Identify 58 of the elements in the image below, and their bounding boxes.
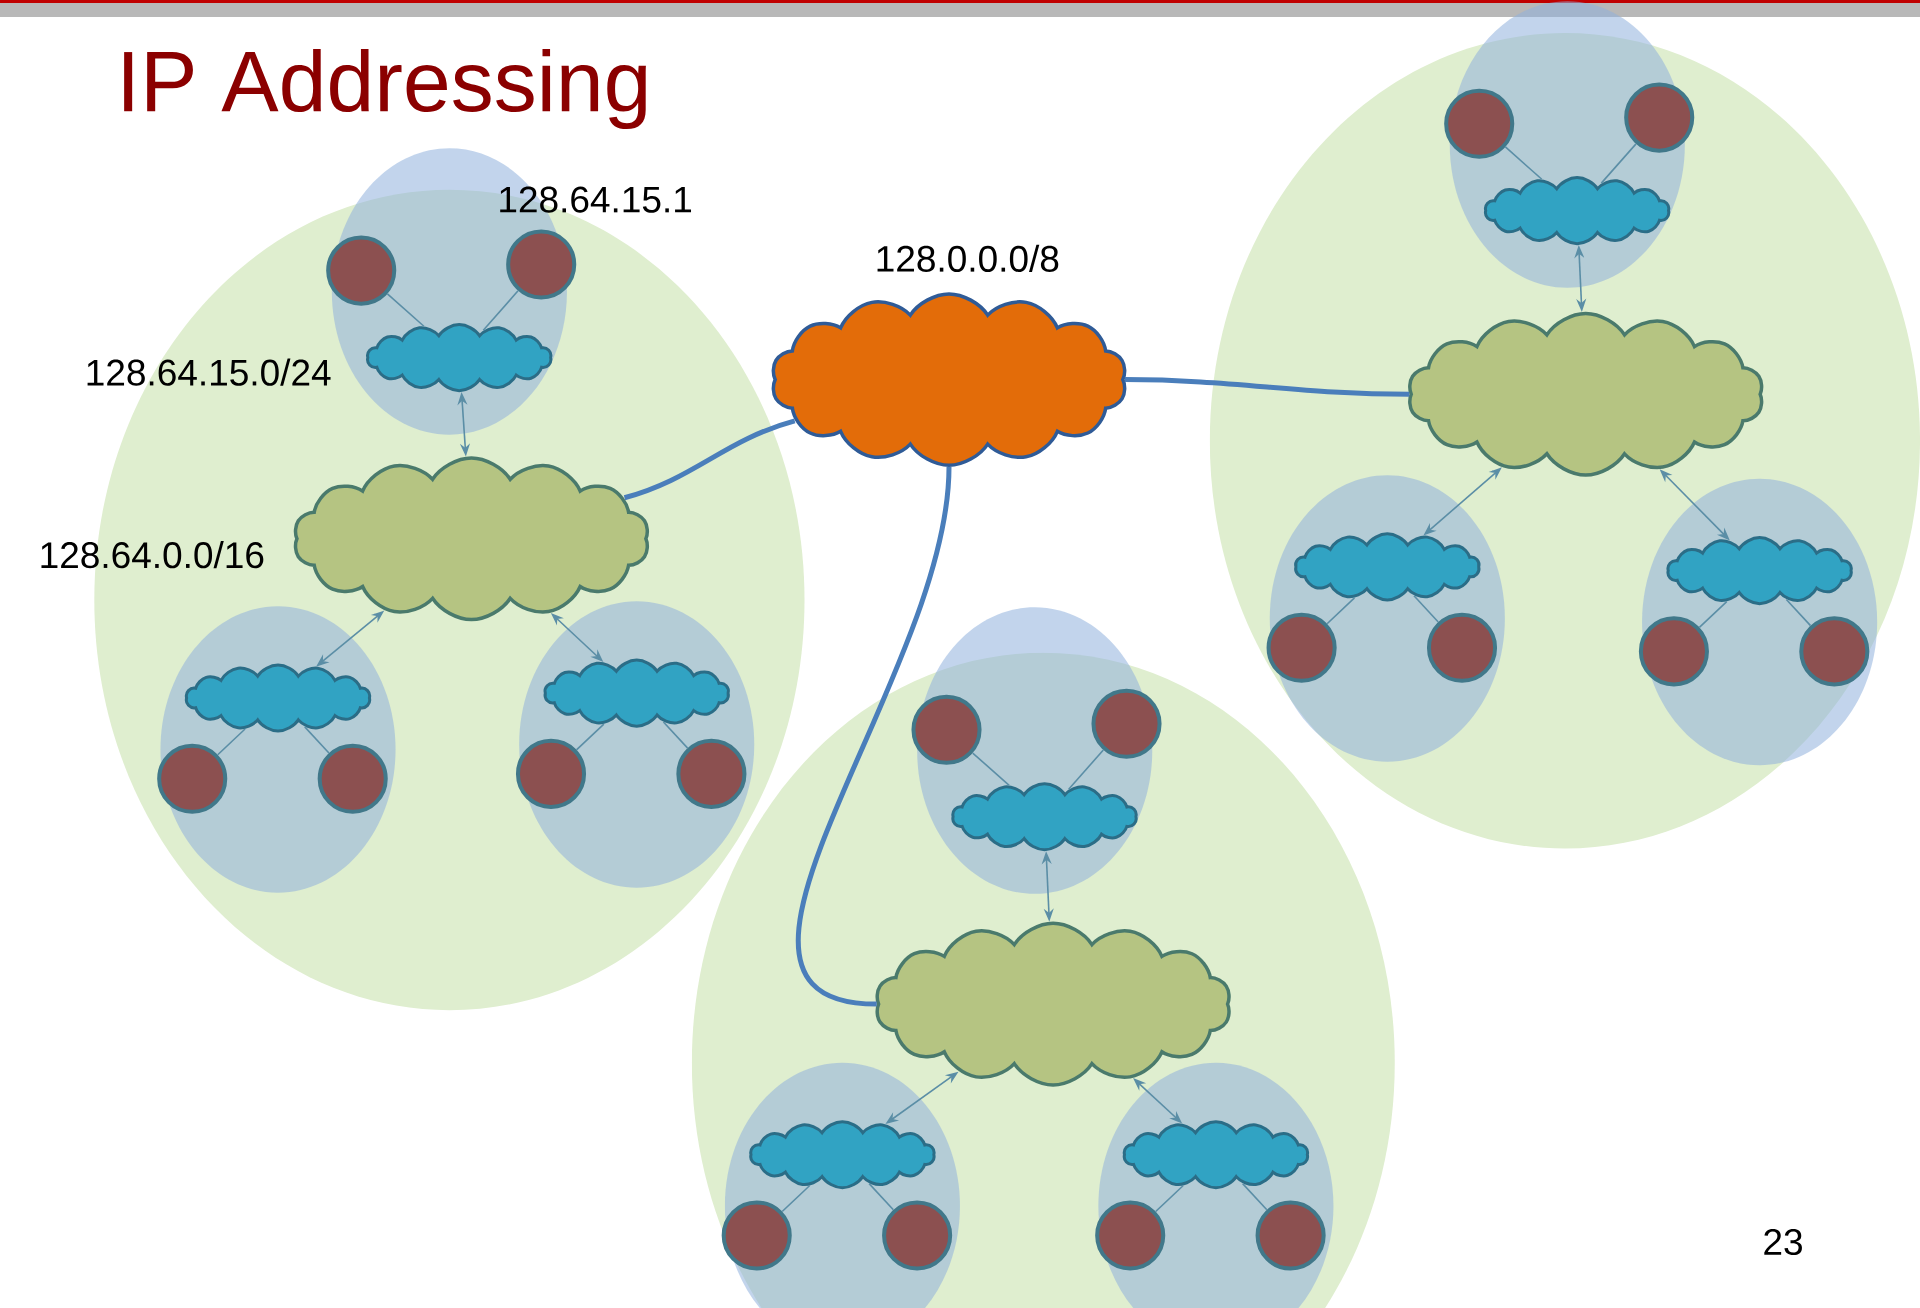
connector-line <box>1698 600 1728 629</box>
connector-line <box>216 728 246 756</box>
connector-line <box>796 466 952 1007</box>
network-cloud <box>875 921 1231 1087</box>
subnet-cloud <box>1484 176 1671 246</box>
connector-line <box>1600 143 1637 184</box>
subnet-cloud <box>1294 532 1481 602</box>
subnet-cloud <box>184 663 372 733</box>
host-circle <box>506 229 577 300</box>
subnet-cloud <box>749 1120 936 1190</box>
connector-line <box>1124 377 1410 397</box>
address-label: 128.64.15.1 <box>500 186 691 213</box>
connector-line <box>623 418 796 501</box>
backbone-cloud <box>771 292 1127 468</box>
host-circle <box>326 235 397 306</box>
address-label: 128.64.0.0/16 <box>41 541 264 569</box>
host-circle <box>882 1200 953 1271</box>
connector-line <box>1785 598 1812 627</box>
address-label: 128.64.15.0/24 <box>87 358 331 386</box>
connector-line <box>868 1182 895 1211</box>
connector-line <box>1504 146 1543 181</box>
address-label: 128.0.0.0/8 <box>877 244 1059 272</box>
network-cloud <box>293 456 650 622</box>
host-circle <box>1266 612 1337 683</box>
connector-line <box>1067 749 1105 791</box>
connector-line <box>575 723 605 751</box>
page-number: 23 <box>1764 1228 1802 1256</box>
slide-title: IP Addressing <box>124 48 646 130</box>
host-circle <box>317 743 388 814</box>
connector-line <box>1241 1182 1268 1211</box>
host-circle <box>157 743 228 814</box>
host-circle <box>1638 616 1709 687</box>
host-circle <box>676 738 747 809</box>
host-circle <box>911 694 982 765</box>
connector-line <box>781 1184 811 1213</box>
subnet-cloud <box>1122 1120 1309 1190</box>
connector-line <box>1326 597 1356 625</box>
network-cloud <box>1408 311 1764 477</box>
host-circle <box>1444 88 1515 159</box>
subnet-cloud <box>1666 536 1853 606</box>
host-circle <box>1095 1200 1166 1271</box>
host-circle <box>1091 688 1162 759</box>
host-circle <box>1624 82 1695 153</box>
connector-line <box>386 293 425 328</box>
connector-line <box>1413 595 1440 623</box>
subnet-cloud <box>951 782 1138 852</box>
host-circle <box>1255 1200 1326 1271</box>
host-circle <box>515 738 587 809</box>
connector-line <box>971 752 1010 787</box>
host-circle <box>721 1200 792 1271</box>
connector-line <box>662 721 689 749</box>
host-circle <box>1426 612 1498 683</box>
connector-line <box>1154 1184 1184 1213</box>
host-circle <box>1799 616 1870 687</box>
connector-line <box>303 726 330 754</box>
connector-line <box>482 290 519 332</box>
subnet-cloud <box>543 658 730 728</box>
subnet-cloud <box>366 323 553 393</box>
